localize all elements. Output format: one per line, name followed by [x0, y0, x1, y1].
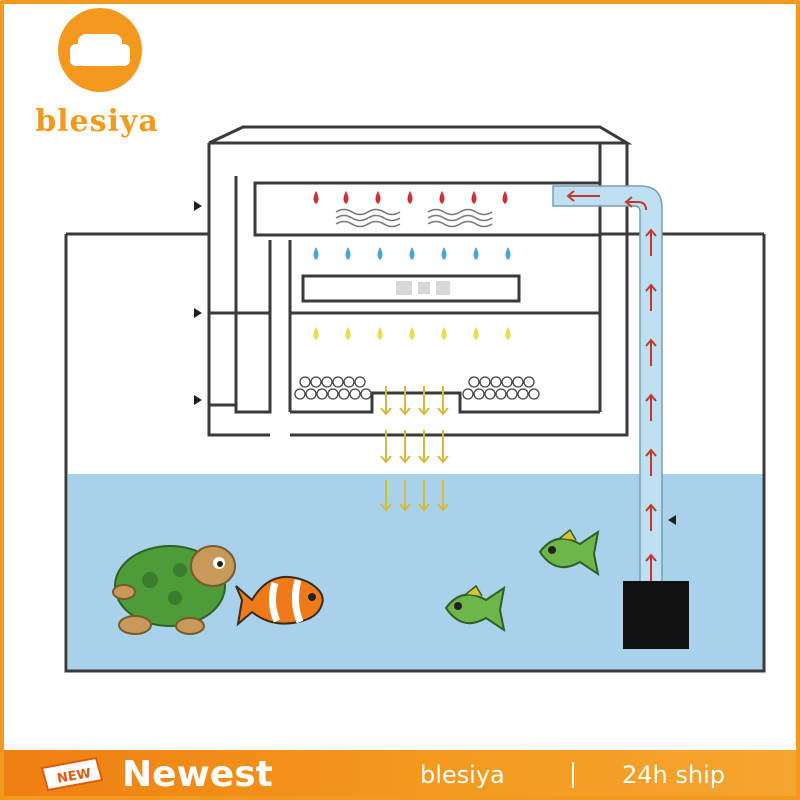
green-fish-icon	[444, 584, 506, 633]
sofa-icon	[58, 8, 142, 92]
down-flow-arrows	[380, 386, 449, 512]
pipe-turn-arrows	[566, 190, 647, 211]
clownfish-icon	[235, 575, 324, 627]
new-tag-icon: NEW	[38, 756, 106, 792]
brand-logo: blesiya	[22, 8, 172, 142]
promo-banner: NEW Newest blesiya 24h ship	[0, 750, 800, 800]
brand-name: blesiya	[35, 104, 159, 139]
green-fish-icon	[538, 528, 600, 577]
banner-shipping: 24h ship	[622, 761, 725, 789]
banner-brand: blesiya	[420, 761, 505, 789]
filter-box	[207, 125, 633, 437]
bio-ball-media-right	[462, 376, 540, 400]
banner-headline: Newest	[122, 754, 273, 795]
filter-wave-lines	[335, 208, 493, 228]
new-badge-text: NEW	[56, 766, 92, 787]
blurred-tray-label	[396, 281, 450, 295]
pump-icon	[623, 581, 689, 649]
blue-drops	[313, 247, 511, 260]
red-drops	[313, 191, 508, 204]
up-flow-arrows	[645, 228, 657, 581]
side-markers	[194, 201, 676, 525]
turtle-icon	[112, 545, 236, 635]
yellow-drops	[313, 327, 511, 340]
banner-divider	[572, 762, 574, 788]
bio-ball-media-left	[294, 376, 372, 400]
